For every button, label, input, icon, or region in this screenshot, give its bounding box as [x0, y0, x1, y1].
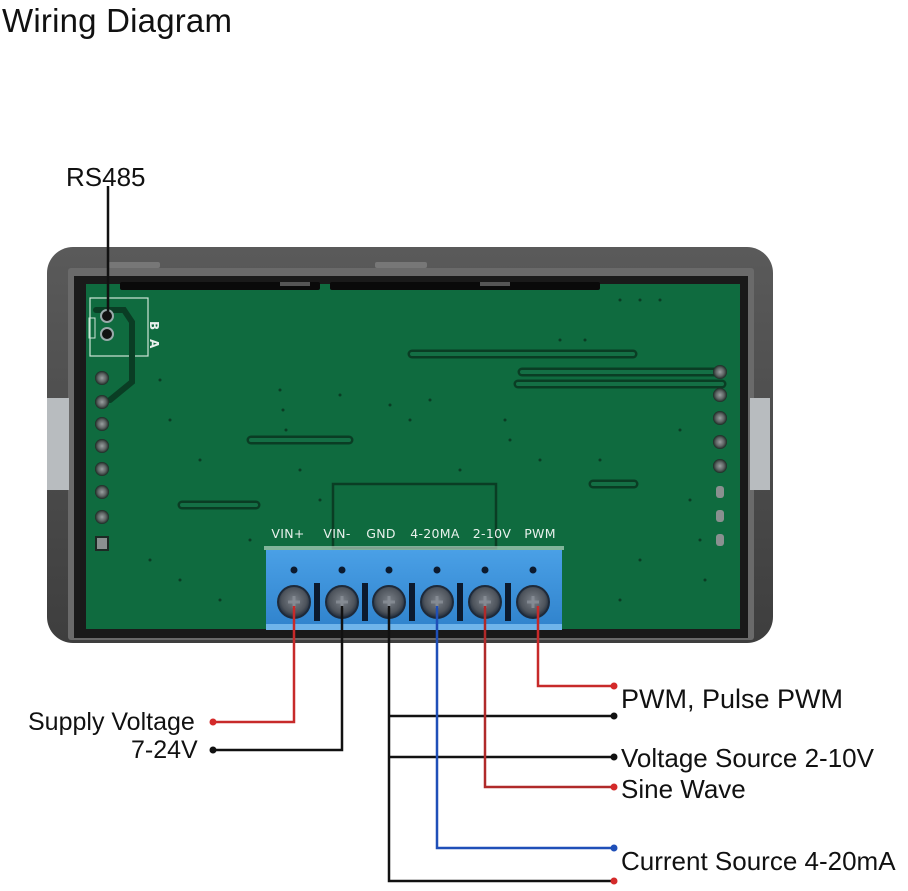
terminal-label-2-10v: 2-10V [473, 526, 512, 541]
terminal-label-pwm: PWM [524, 526, 556, 541]
terminal-block-holes [290, 566, 537, 574]
terminal-label-vin-plus: VIN+ [271, 526, 304, 541]
top-notch-left [108, 262, 160, 268]
wire-endpoints [209, 682, 618, 885]
terminal-block-dividers [314, 583, 511, 621]
endpoint-current-source [610, 844, 618, 852]
right-pin-header [713, 365, 727, 546]
endpoint-supply-voltage [209, 718, 217, 726]
wire-pwm [536, 606, 614, 688]
left-clip [47, 398, 69, 490]
page-title: Wiring Diagram [2, 2, 233, 39]
wire-vin-plus [213, 606, 296, 724]
supply-voltage-label: Supply Voltage [28, 708, 195, 736]
left-pin-header [95, 371, 109, 551]
wire-gnd-trunk [387, 606, 614, 883]
endpoint-voltage-gnd [610, 753, 618, 761]
rs485-pin-a [100, 327, 114, 341]
right-clip [750, 398, 770, 490]
wire-vin-minus [213, 606, 344, 752]
endpoint-pwm-gnd [610, 712, 618, 720]
terminal-label-vin-minus: VIN- [323, 526, 350, 541]
wire-2-10v [483, 606, 614, 789]
voltage-source-label: Voltage Source 2-10V [621, 743, 874, 773]
pcb-board: B A [86, 282, 740, 629]
current-source-label: Current Source 4-20mA [621, 846, 896, 876]
rs485-silkscreen [89, 297, 149, 357]
endpoint-pwm [610, 682, 618, 690]
endpoint-7-24v [209, 746, 217, 754]
endpoint-current-gnd [610, 877, 618, 885]
wires [213, 606, 614, 883]
terminal-labels: VIN+ VIN- GND 4-20MA 2-10V PWM [271, 526, 555, 541]
pwm-output-label: PWM, Pulse PWM [621, 684, 844, 714]
terminal-block [264, 546, 564, 630]
sine-wave-label: Sine Wave [621, 774, 746, 804]
terminal-label-gnd: GND [366, 526, 396, 541]
terminal-label-4-20ma: 4-20MA [410, 526, 460, 541]
rs485-pin-a-label: A [147, 339, 161, 349]
top-notch-right [375, 262, 427, 268]
rs485-pin-b-label: B [147, 321, 161, 330]
rs485-label: RS485 [66, 162, 146, 192]
endpoint-sine-wave [610, 783, 618, 791]
supply-range-label: 7-24V [131, 736, 198, 764]
wire-4-20ma [435, 606, 614, 850]
